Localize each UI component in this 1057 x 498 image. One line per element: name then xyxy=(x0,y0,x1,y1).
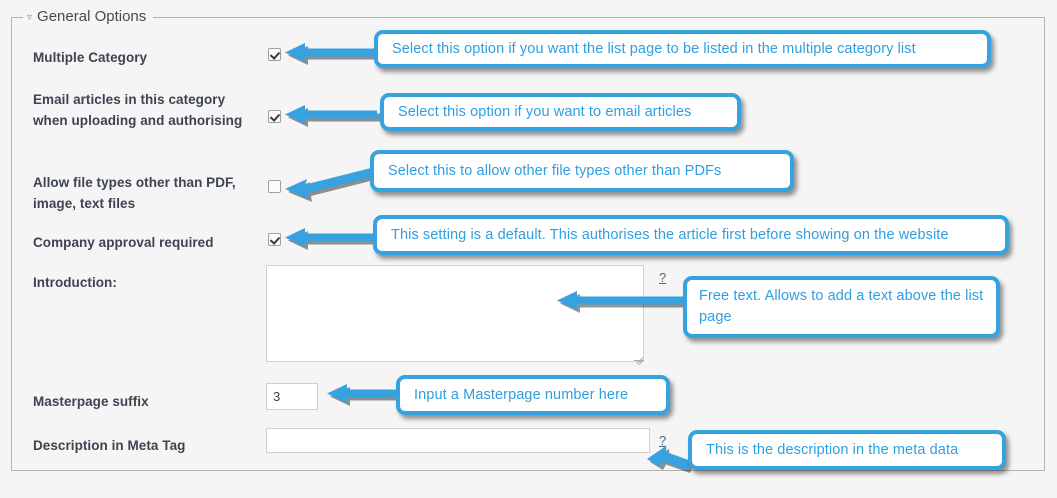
checkbox-email-articles[interactable] xyxy=(268,110,281,123)
label-email-articles: Email articles in this category when upl… xyxy=(33,92,243,128)
annotation-callout-1: Select this option if you want the list … xyxy=(374,30,991,68)
annotation-callout-7: This is the description in the meta data xyxy=(688,430,1006,470)
help-icon-description-meta-tag[interactable]: ? xyxy=(659,433,667,448)
annotation-callout-4: This setting is a default. This authoris… xyxy=(373,215,1009,255)
annotation-callout-1-text: Select this option if you want the list … xyxy=(392,40,916,57)
label-company-approval: Company approval required xyxy=(33,235,214,250)
panel-legend-label: General Options xyxy=(37,8,147,25)
introduction-textarea[interactable] xyxy=(266,265,644,362)
label-description-meta-tag: Description in Meta Tag xyxy=(33,438,186,453)
label-introduction: Introduction: xyxy=(33,275,117,290)
annotation-callout-6-text: Input a Masterpage number here xyxy=(414,386,629,403)
label-masterpage-suffix: Masterpage suffix xyxy=(33,394,149,409)
triangle-down-icon[interactable]: ▿ xyxy=(27,12,33,23)
checkbox-company-approval[interactable] xyxy=(268,233,281,246)
annotation-callout-5: Free text. Allows to add a text above th… xyxy=(683,276,1000,338)
annotation-callout-7-text: This is the description in the meta data xyxy=(706,441,959,458)
checkbox-multiple-category[interactable] xyxy=(268,48,281,61)
annotation-callout-6: Input a Masterpage number here xyxy=(396,375,670,415)
annotation-callout-2-text: Select this option if you want to email … xyxy=(398,103,692,120)
help-icon-introduction[interactable]: ? xyxy=(659,270,667,285)
annotation-callout-5-text: Free text. Allows to add a text above th… xyxy=(699,288,984,325)
annotation-callout-3: Select this to allow other file types ot… xyxy=(370,150,794,192)
annotation-callout-2: Select this option if you want to email … xyxy=(380,93,741,131)
masterpage-suffix-input[interactable] xyxy=(266,383,318,410)
panel-legend[interactable]: ▿ General Options xyxy=(23,8,154,26)
checkbox-allow-file-types[interactable] xyxy=(268,180,281,193)
description-meta-tag-input[interactable] xyxy=(266,428,650,453)
annotation-callout-3-text: Select this to allow other file types ot… xyxy=(388,162,722,179)
label-allow-file-types: Allow file types other than PDF, image, … xyxy=(33,175,236,211)
annotation-callout-4-text: This setting is a default. This authoris… xyxy=(391,226,949,243)
label-multiple-category: Multiple Category xyxy=(33,50,148,65)
